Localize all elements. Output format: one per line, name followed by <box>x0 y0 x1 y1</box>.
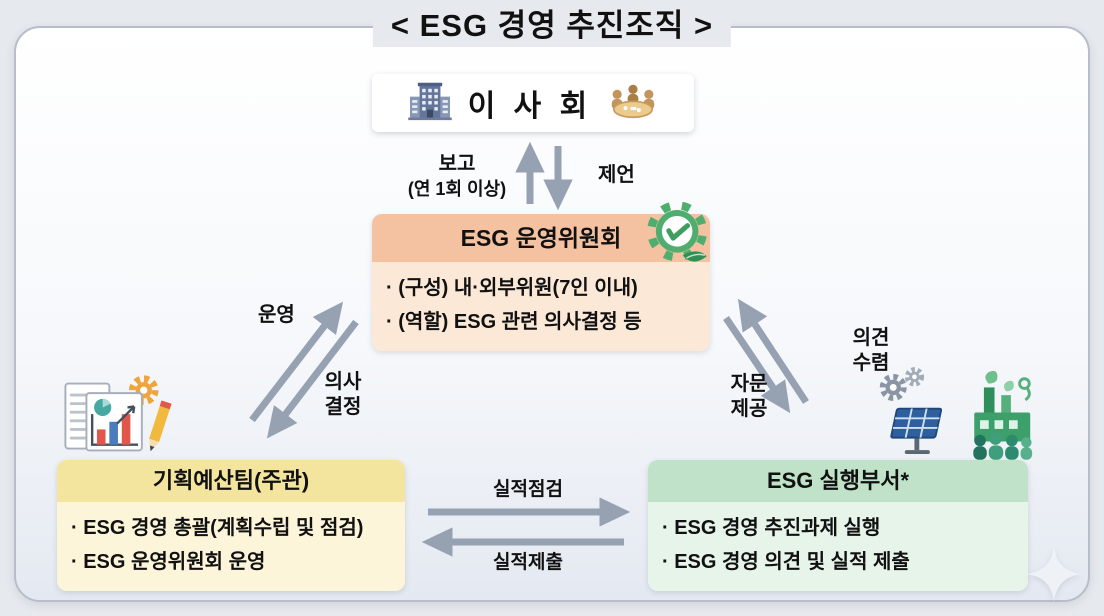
label-report-line1: 보고 <box>438 153 476 175</box>
execution-dept-title: ESG 실행부서* <box>648 460 1028 502</box>
label-decision-line1: 의사 <box>324 371 362 393</box>
sparkle-icon <box>1026 546 1082 607</box>
label-advice: 자문 제공 <box>720 372 778 422</box>
planning-team-item: · ESG 운영위원회 운영 <box>71 551 266 573</box>
committee-body: · (구성) 내·외부위원(7인 이내) · (역할) ESG 관련 의사결정 … <box>372 262 710 351</box>
label-opinion-line2: 수렴 <box>852 352 890 374</box>
execution-dept-box: ESG 실행부서* · ESG 경영 추진과제 실행 · ESG 경영 의견 및… <box>648 460 1028 591</box>
execution-dept-item: · ESG 경영 추진과제 실행 <box>662 517 881 539</box>
board-box: 이 사 회 <box>372 74 694 132</box>
committee-box: ESG 운영위원회 · (구성) 내·외부위원(7인 이내) · (역할) ES… <box>372 214 710 351</box>
label-performance-submit: 실적제출 <box>493 552 563 573</box>
documents-chart-pencil-icon <box>58 374 176 465</box>
label-opinion: 의견 수렴 <box>842 326 900 376</box>
planning-team-body: · ESG 경영 총괄(계획수립 및 점검) · ESG 운영위원회 운영 <box>57 502 405 591</box>
label-decision: 의사 결정 <box>314 370 372 420</box>
solar-factory-people-icon <box>872 366 1036 465</box>
building-icon <box>408 81 452 126</box>
label-advice-line2: 제공 <box>730 398 768 420</box>
planning-team-item: · ESG 경영 총괄(계획수립 및 점검) <box>71 517 364 539</box>
gear-check-leaf-icon <box>642 198 716 277</box>
label-performance-check: 실적점검 <box>493 479 563 500</box>
diagram-title: < ESG 경영 추진조직 > <box>372 5 732 47</box>
label-opinion-line1: 의견 <box>852 327 890 349</box>
label-operation: 운영 <box>258 304 295 326</box>
label-suggestion: 제언 <box>598 164 635 186</box>
committee-item: · (역할) ESG 관련 의사결정 등 <box>386 311 642 333</box>
label-advice-line1: 자문 <box>730 373 768 395</box>
execution-dept-item: · ESG 경영 의견 및 실적 제출 <box>662 551 910 573</box>
execution-dept-body: · ESG 경영 추진과제 실행 · ESG 경영 의견 및 실적 제출 <box>648 502 1028 591</box>
planning-team-title: 기획예산팀(주관) <box>57 460 405 502</box>
meeting-table-icon <box>608 81 658 126</box>
committee-item: · (구성) 내·외부위원(7인 이내) <box>386 277 638 299</box>
label-report: 보고 (연 1회 이상) <box>392 152 522 202</box>
planning-team-box: 기획예산팀(주관) · ESG 경영 총괄(계획수립 및 점검) · ESG 운… <box>57 460 405 591</box>
board-title: 이 사 회 <box>467 90 593 123</box>
label-report-line2: (연 1회 이상) <box>407 179 507 199</box>
label-decision-line2: 결정 <box>324 396 362 418</box>
